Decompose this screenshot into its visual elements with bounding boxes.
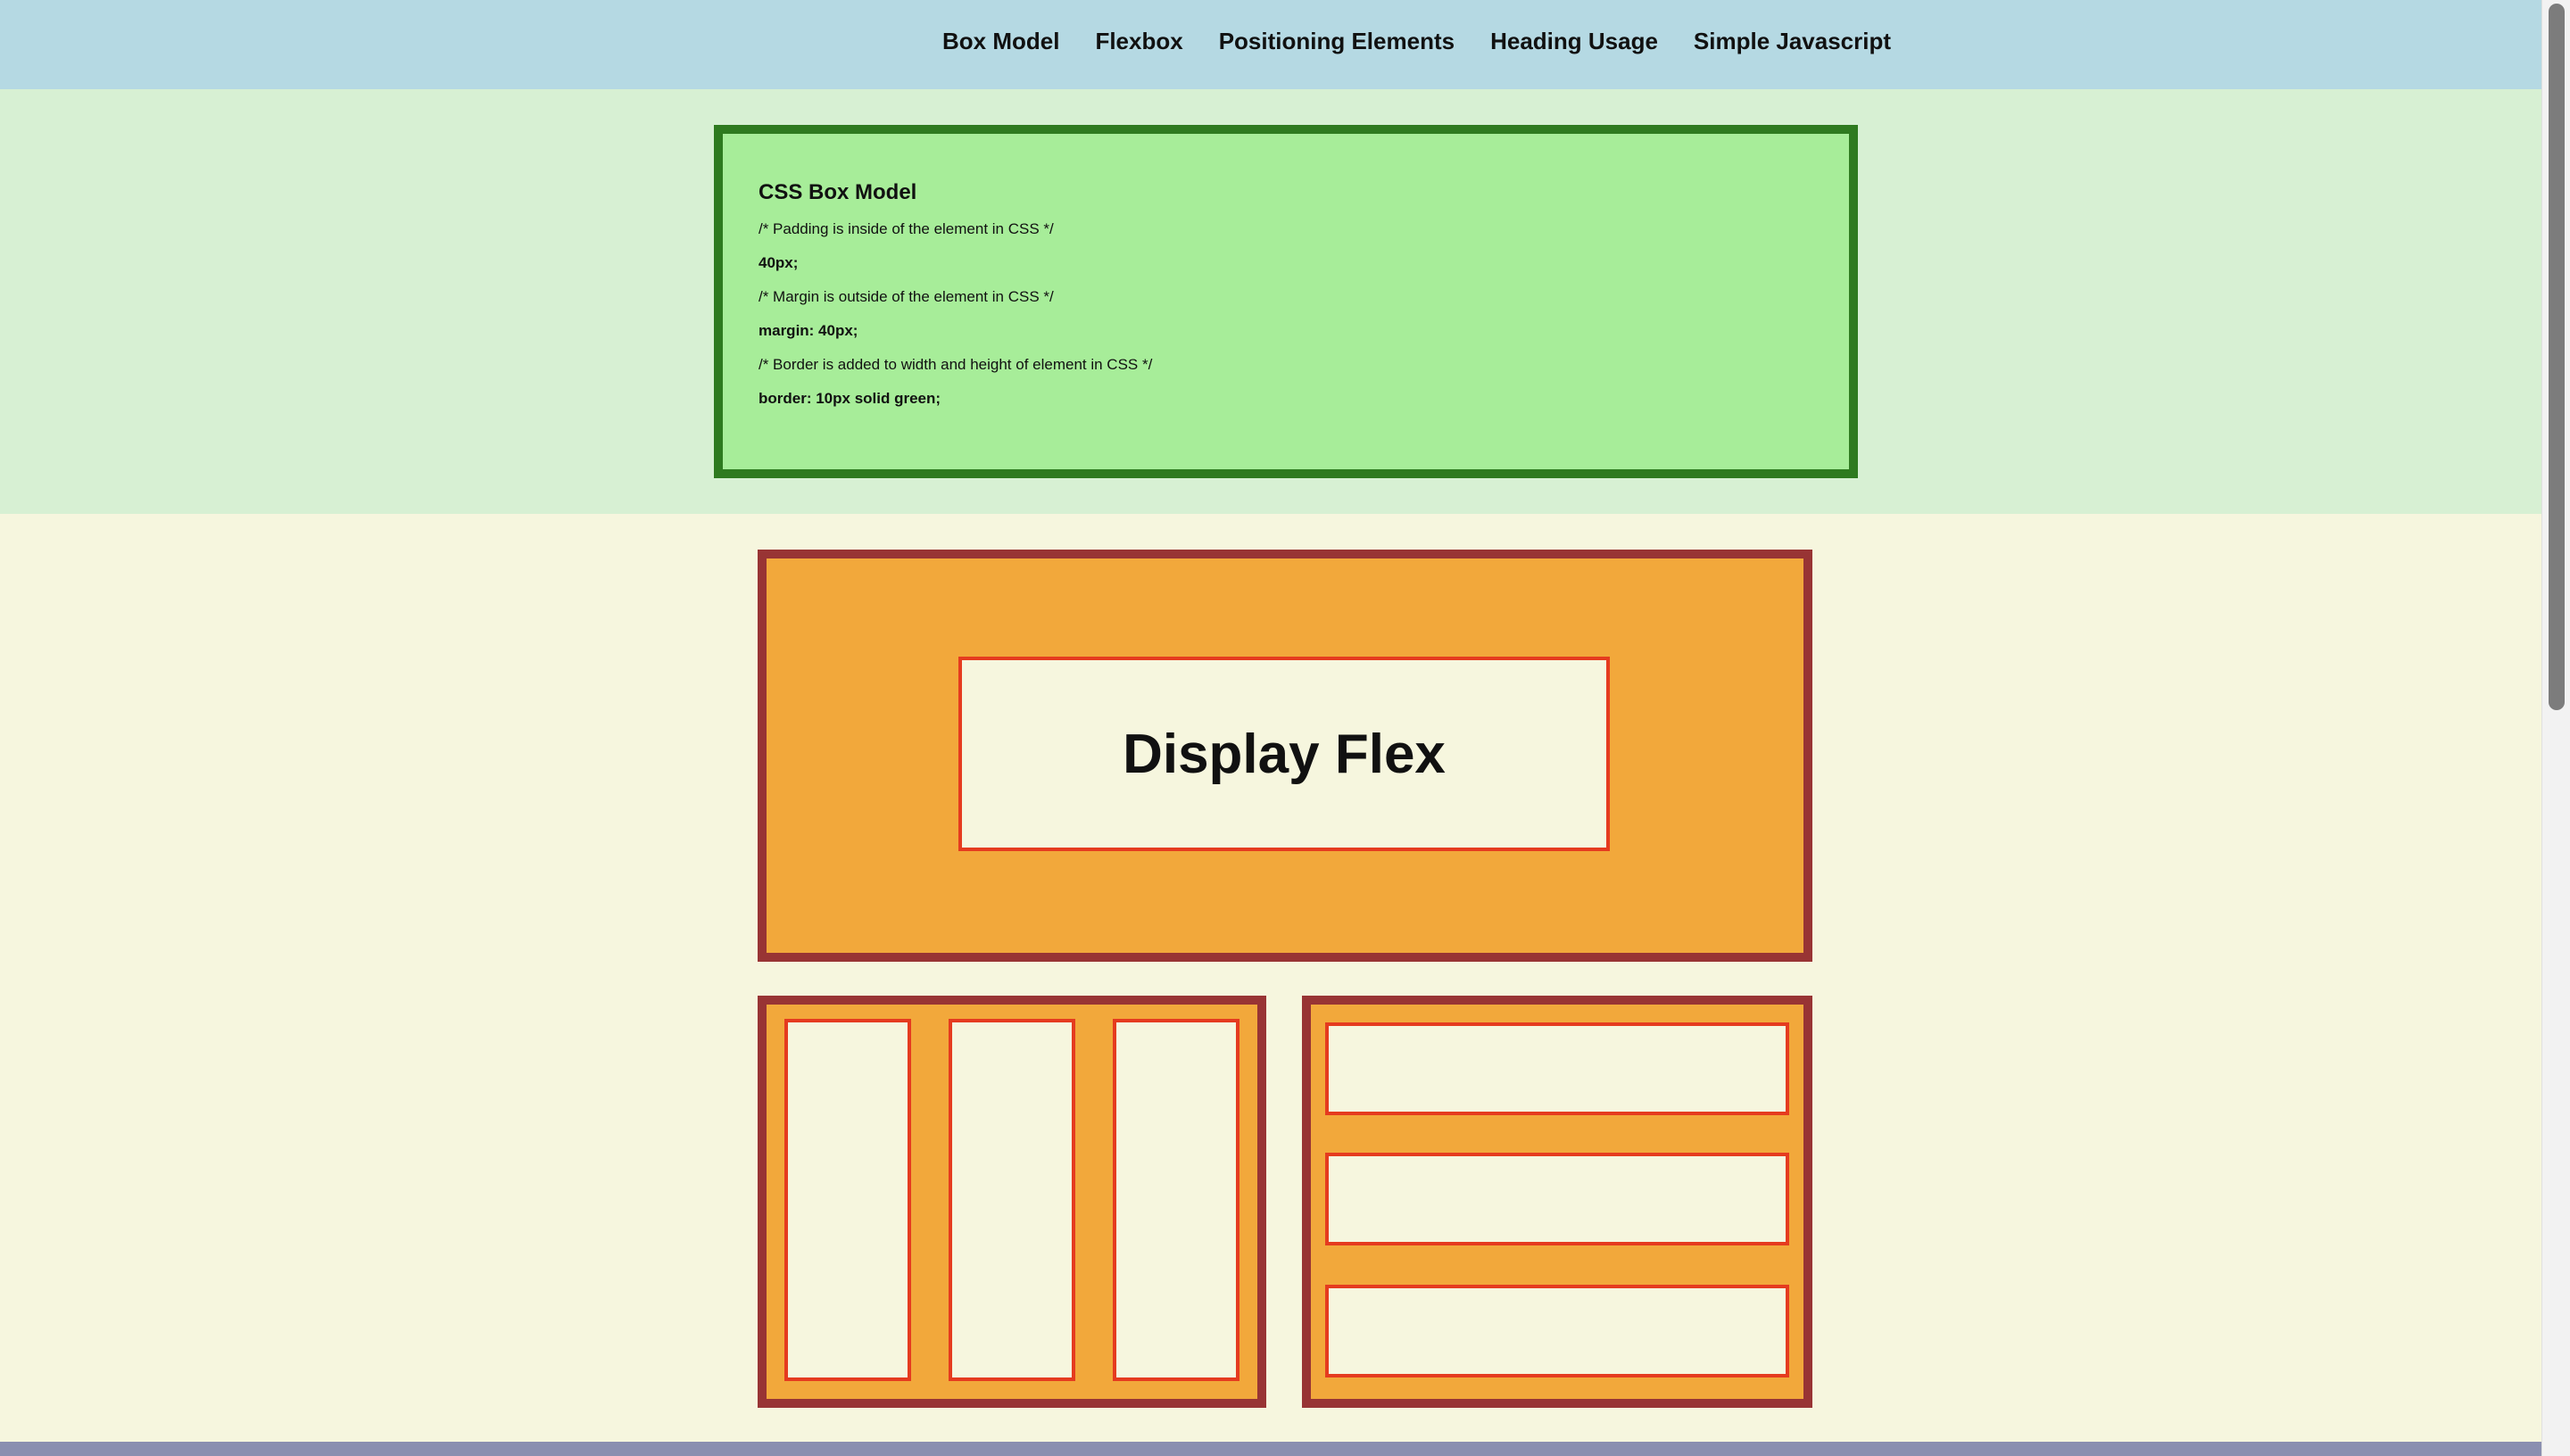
flex-column-item xyxy=(1113,1019,1239,1381)
flex-column-item xyxy=(949,1019,1075,1381)
box-model-title: CSS Box Model xyxy=(759,180,917,204)
box-model-content: CSS Box Model /* Padding is inside of th… xyxy=(759,178,1152,423)
next-section-edge xyxy=(0,1442,2541,1456)
flex-row-item xyxy=(1325,1022,1789,1115)
scrollbar-thumb[interactable] xyxy=(2549,4,2565,710)
border-value: border: 10px solid green; xyxy=(759,390,941,407)
nav-link-heading-usage[interactable]: Heading Usage xyxy=(1490,27,1658,54)
nav-link-flexbox[interactable]: Flexbox xyxy=(1095,27,1183,54)
border-comment: /* Border is added to width and height o… xyxy=(759,356,1153,373)
flex-container-columns xyxy=(758,996,1266,1408)
flexbox-section: Display Flex xyxy=(0,514,2541,1444)
flex-item-display-flex: Display Flex xyxy=(958,657,1610,851)
margin-comment: /* Margin is outside of the element in C… xyxy=(759,288,1054,305)
nav-links: Box Model Flexbox Positioning Elements H… xyxy=(942,0,1927,82)
nav-link-positioning-elements[interactable]: Positioning Elements xyxy=(1218,27,1455,54)
flex-container-rows xyxy=(1302,996,1812,1408)
nav-link-box-model[interactable]: Box Model xyxy=(942,27,1060,54)
box-model-section: CSS Box Model /* Padding is inside of th… xyxy=(0,89,2541,514)
vertical-scrollbar[interactable] xyxy=(2541,0,2570,1456)
margin-value: margin: 40px; xyxy=(759,322,858,339)
padding-value: 40px; xyxy=(759,254,799,271)
flex-column-item xyxy=(784,1019,911,1381)
display-flex-heading: Display Flex xyxy=(1123,723,1446,785)
flex-row-item xyxy=(1325,1153,1789,1245)
box-model-card: CSS Box Model /* Padding is inside of th… xyxy=(714,125,1858,478)
nav-link-simple-javascript[interactable]: Simple Javascript xyxy=(1693,27,1892,54)
flex-row-item xyxy=(1325,1285,1789,1377)
top-nav: Box Model Flexbox Positioning Elements H… xyxy=(0,0,2541,89)
padding-comment: /* Padding is inside of the element in C… xyxy=(759,220,1054,237)
flex-container-main: Display Flex xyxy=(758,550,1812,962)
